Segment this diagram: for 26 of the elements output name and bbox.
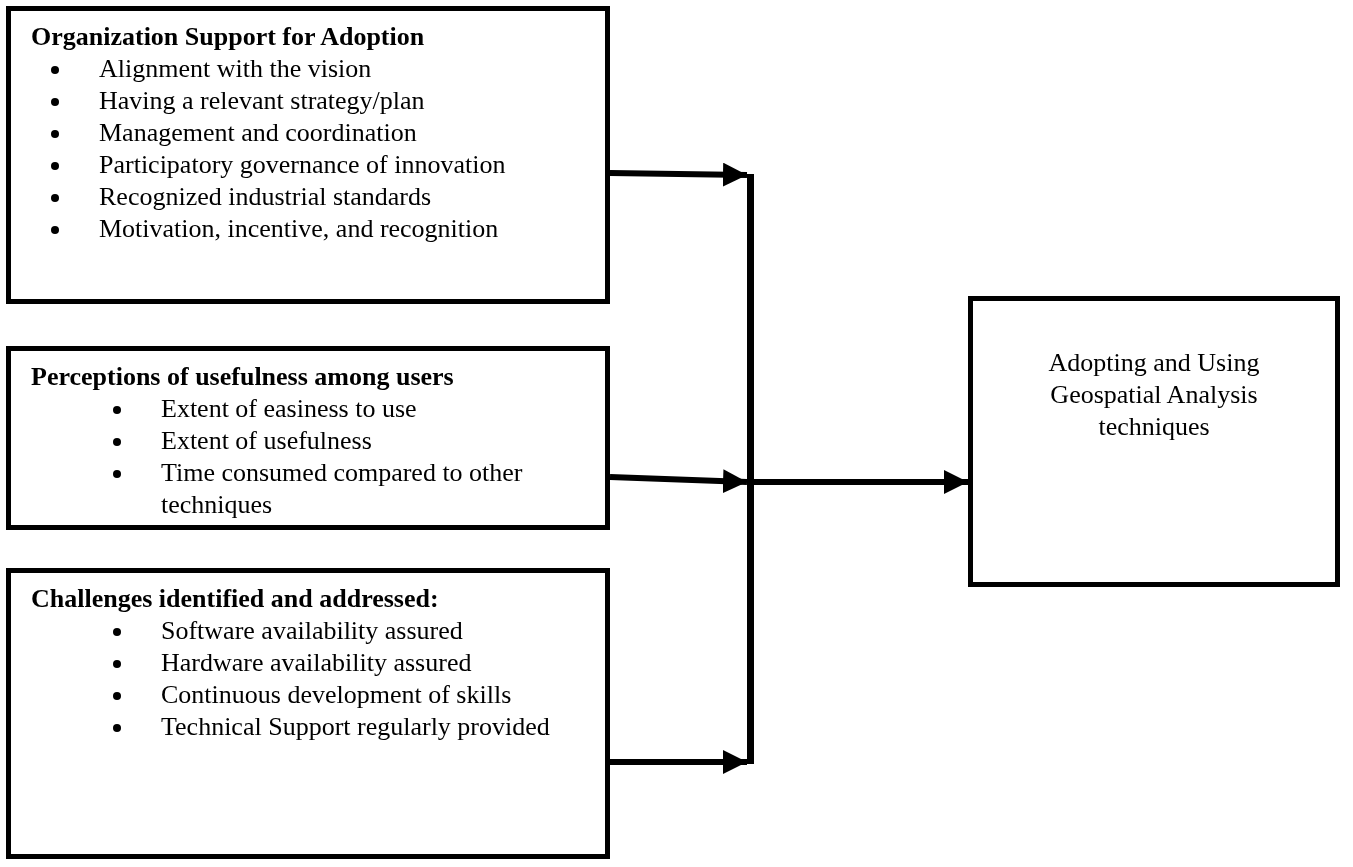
bullet-text: Participatory governance of innovation [99,149,506,181]
bullet-text: Technical Support regularly provided [161,711,550,743]
outcome-box [968,296,1340,587]
factor-box [6,6,610,304]
factor-box [6,346,610,530]
bullet-text: Continuous development of skills [161,679,512,711]
bullet-text: Time consumed compared to other techniques [161,457,524,521]
bullet-text: Recognized industrial standards [99,181,432,213]
box-heading: Challenges identified and addressed: [31,583,440,615]
bullet-text: Extent of easiness to use [161,393,417,425]
box-heading: Organization Support for Adoption [31,21,426,53]
bullet-text: Hardware availability assured [161,647,472,679]
bullet-text: Alignment with the vision [99,53,372,85]
bullet-text: Software availability assured [161,615,463,647]
arrow [609,469,748,494]
arrow [754,470,968,494]
bullet-text: Extent of usefulness [161,425,372,457]
bullet-text: Having a relevant strategy/plan [99,85,425,117]
arrow [610,750,747,774]
arrow [609,162,748,187]
factor-box [6,568,610,859]
outcome-text: Adopting and Using Geospatial Analysis techniques [1047,347,1261,443]
junction-bar [747,174,754,764]
bullet-text: Management and coordination [99,117,417,149]
box-heading: Perceptions of usefulness among users [31,361,455,393]
bullet-text: Motivation, incentive, and recognition [99,213,499,245]
